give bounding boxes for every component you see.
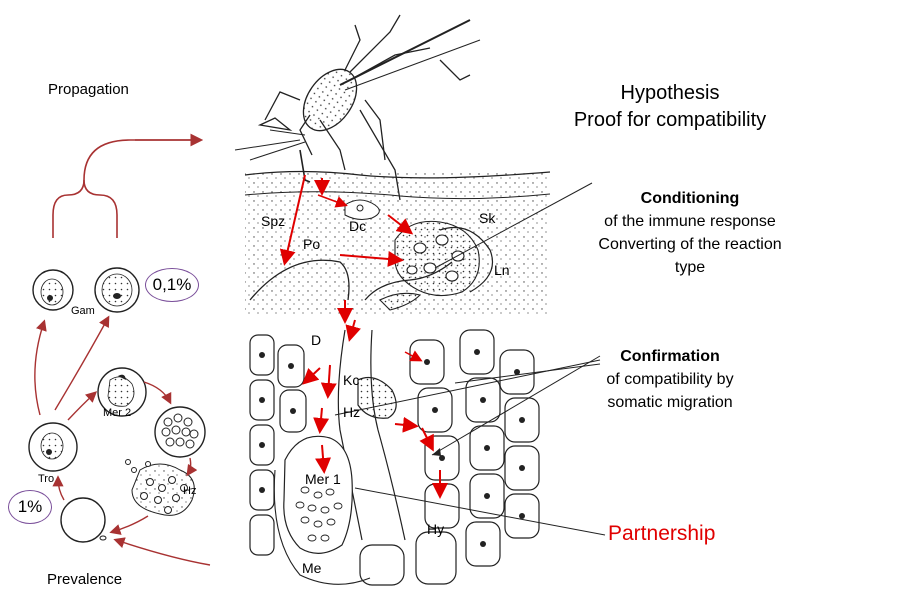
confirmation-line-1: of compatibility by <box>606 371 734 388</box>
mosquito-illustration <box>234 14 481 201</box>
po-label: Po <box>303 236 321 252</box>
propagation-bracket-left <box>52 139 195 238</box>
hypothesis-block: Hypothesis Proof for compatibility <box>545 80 795 134</box>
me-label: Me <box>302 560 322 576</box>
mer2-cell <box>97 367 147 417</box>
conditioning-line-3: type <box>674 259 706 276</box>
confirmation-title: Confirmation <box>620 348 720 365</box>
schizont-cell <box>154 406 206 458</box>
propagation-label: Propagation <box>48 81 129 98</box>
caption-pointer-lines <box>334 182 606 536</box>
merozoite-cluster <box>125 459 195 516</box>
sk-label: Sk <box>479 210 496 226</box>
tro-to-mer2-arrow <box>67 391 98 421</box>
mer1-label: Mer 1 <box>305 471 341 487</box>
liver-section <box>245 329 545 592</box>
mer2-to-schizont-arrow <box>143 381 172 405</box>
spz-label: Spz <box>261 213 286 229</box>
hypothesis-subtitle: Proof for compatibility <box>573 109 767 131</box>
mer1-merozoites <box>295 486 343 542</box>
conditioning-title: Conditioning <box>640 190 740 207</box>
mer2-label: Mer 2 <box>103 407 132 419</box>
tro-to-gam-right-arrow <box>54 315 110 411</box>
prevalence-label: Prevalence <box>47 571 123 588</box>
tro-to-gam-left-arrow <box>34 319 47 416</box>
dendritic-cell <box>344 199 380 220</box>
dc-label: Dc <box>349 218 367 234</box>
tro-percent-badge: 1% <box>8 490 52 524</box>
hy-label: Hy <box>427 521 445 537</box>
hz-small-label: Hz <box>183 485 197 497</box>
tro-label: Tro <box>38 473 55 485</box>
conditioning-block: Conditioning of the immune response Conv… <box>570 187 810 279</box>
hepatocyte-nuclei <box>259 349 525 547</box>
liver-to-blood-arrow <box>113 537 211 566</box>
gametocyte-right-cell <box>94 267 140 313</box>
trophozoite-cell <box>28 422 78 472</box>
lymph-node <box>379 220 480 311</box>
partnership-label: Partnership <box>608 522 716 545</box>
gam-percent-badge: 0,1% <box>145 268 199 302</box>
gametocyte-left-cell <box>32 269 74 311</box>
ln-label: Ln <box>494 262 510 278</box>
red-blood-cell <box>60 497 107 543</box>
propagation-bracket-right <box>83 179 118 238</box>
cluster-to-rbc-arrow <box>109 515 149 535</box>
hz-label: Hz <box>343 404 361 420</box>
rbc-to-tro-arrow <box>52 475 65 501</box>
d-label: D <box>311 332 322 348</box>
migration-arrows <box>279 174 448 499</box>
conditioning-line-1: of the immune response <box>604 213 776 230</box>
hypothesis-title: Hypothesis <box>620 82 720 104</box>
kc-label: Kc <box>343 372 360 388</box>
schizont-to-cluster-arrow <box>186 457 198 477</box>
confirmation-block: Confirmation of compatibility by somatic… <box>560 345 780 414</box>
conditioning-line-2: Converting of the reaction <box>598 236 782 253</box>
gam-label: Gam <box>71 305 95 317</box>
confirmation-line-2: somatic migration <box>607 394 733 411</box>
